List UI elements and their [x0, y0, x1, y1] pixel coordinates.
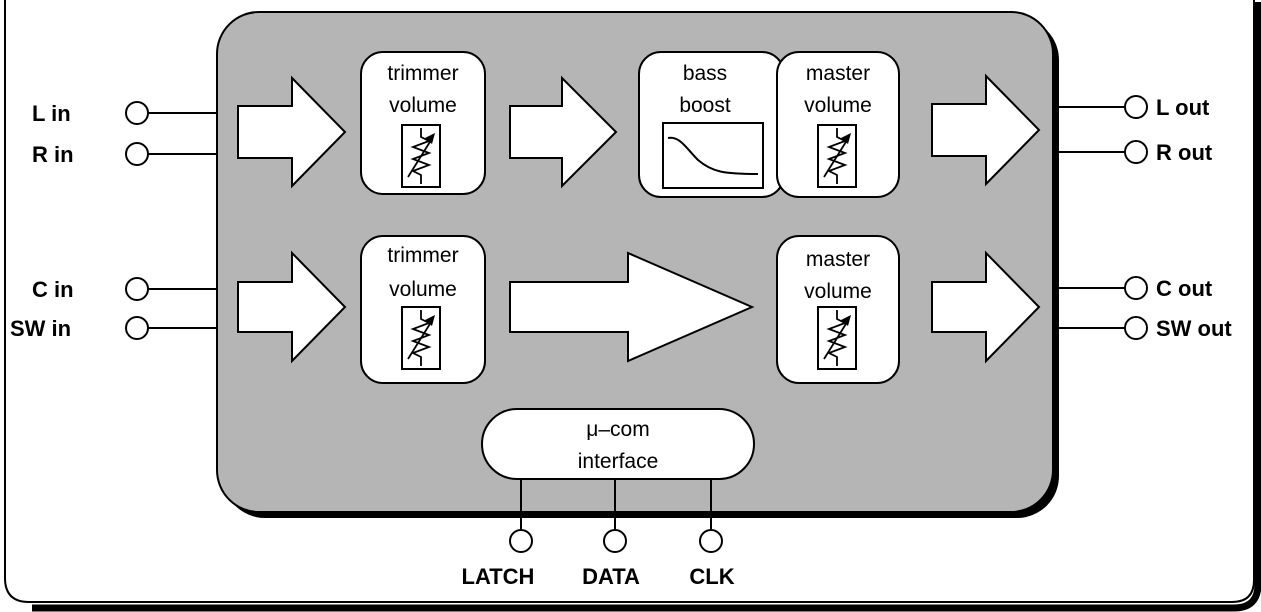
- pin-terminal-icon: [125, 142, 149, 166]
- pin-terminal-icon: [603, 529, 627, 553]
- master-volume-top-line1: master: [806, 62, 870, 85]
- label-sw-in: SW in: [10, 316, 71, 341]
- pin-terminal-icon: [1124, 276, 1148, 300]
- label-clk: CLK: [689, 564, 734, 589]
- pin-terminal-icon: [699, 529, 723, 553]
- pin-terminal-icon: [1124, 316, 1148, 340]
- label-c-out: C out: [1156, 276, 1213, 301]
- potentiometer-icon: [401, 124, 441, 188]
- label-latch: LATCH: [462, 564, 535, 589]
- trimmer-volume-bottom-line1: trimmer: [387, 244, 458, 267]
- label-data: DATA: [582, 564, 640, 589]
- control-pins: [509, 479, 723, 553]
- signal-flow-arrow-icon: [237, 75, 347, 189]
- signal-flow-arrow-icon: [509, 251, 755, 363]
- label-r-out: R out: [1156, 140, 1213, 165]
- ucom-interface-line1: μ–com: [586, 418, 649, 441]
- signal-flow-arrow-icon: [931, 73, 1041, 187]
- trimmer-volume-top-block: [360, 51, 486, 195]
- bass-boost-line1: bass: [683, 62, 727, 85]
- outer-frame: [4, 0, 1255, 603]
- label-c-in: C in: [32, 277, 74, 302]
- bass-boost-curve: [667, 136, 759, 175]
- master-volume-bottom-line2: volume: [804, 280, 872, 303]
- master-volume-top-line2: volume: [804, 94, 872, 117]
- label-l-in: L in: [32, 101, 71, 126]
- pin-terminal-icon: [125, 101, 149, 125]
- pin-terminal-icon: [509, 529, 533, 553]
- trimmer-volume-top-line1: trimmer: [387, 62, 458, 85]
- pin-terminal-icon: [1124, 140, 1148, 164]
- input-pins: [125, 101, 217, 340]
- frequency-response-icon: [662, 122, 764, 189]
- trimmer-volume-bottom-line2: volume: [389, 278, 457, 301]
- potentiometer-icon: [817, 124, 857, 188]
- label-l-out: L out: [1156, 95, 1210, 120]
- ucom-interface-line2: interface: [578, 450, 659, 473]
- signal-flow-arrow-icon: [509, 75, 618, 189]
- ucom-interface-block: [481, 408, 755, 480]
- label-r-in: R in: [32, 142, 74, 167]
- master-volume-bottom-line1: master: [806, 248, 870, 271]
- signal-flow-arrow-icon: [931, 250, 1041, 364]
- signal-flow-arrow-icon: [237, 250, 347, 364]
- outer-frame-shadow: [32, 2, 1261, 612]
- pin-terminal-icon: [125, 277, 149, 301]
- bass-boost-line2: boost: [679, 94, 731, 117]
- potentiometer-icon: [401, 306, 441, 370]
- label-sw-out: SW out: [1156, 316, 1232, 341]
- trimmer-volume-top-line2: volume: [389, 94, 457, 117]
- pin-terminal-icon: [125, 316, 149, 340]
- potentiometer-icon: [817, 306, 857, 370]
- pin-terminal-icon: [1124, 95, 1148, 119]
- output-pins: [1053, 95, 1148, 340]
